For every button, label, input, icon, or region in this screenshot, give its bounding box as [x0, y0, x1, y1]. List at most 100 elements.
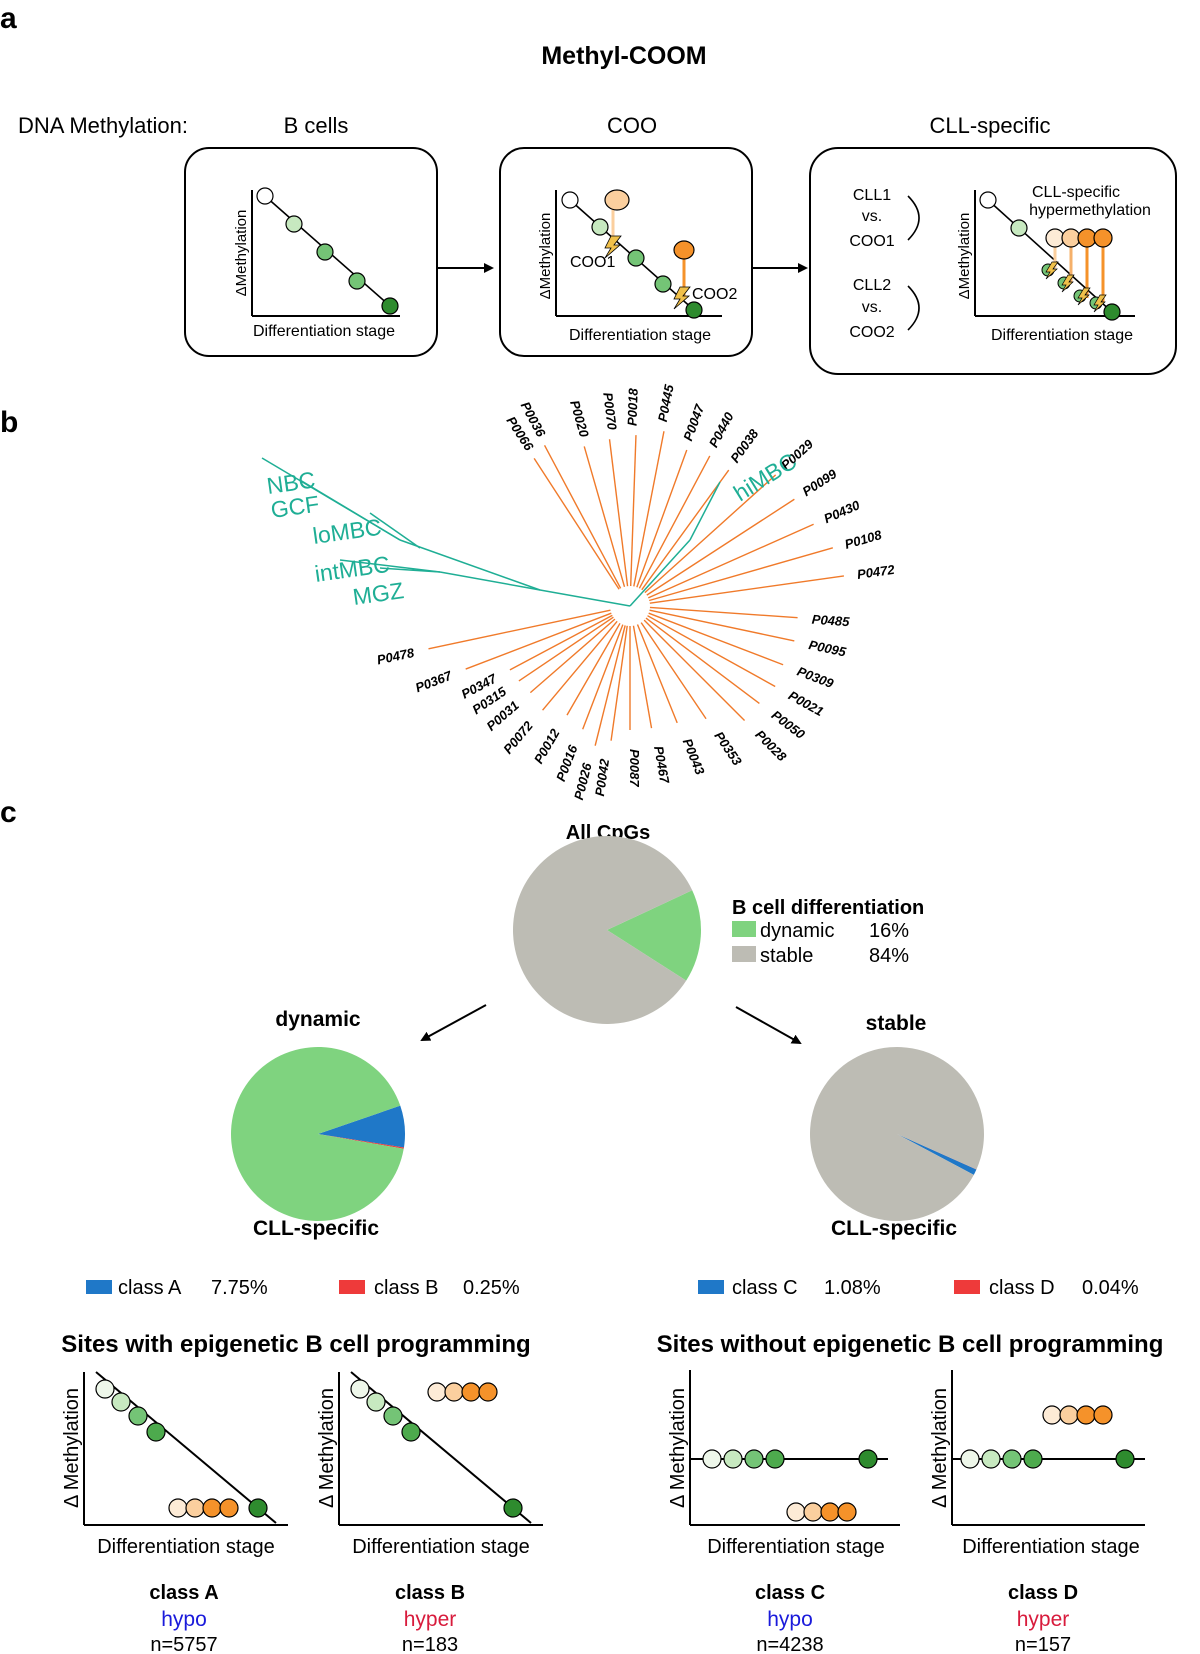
- label-class-b: class B: [374, 1277, 438, 1299]
- label-class-d: class D: [989, 1277, 1055, 1299]
- cll-dot: [1093, 228, 1113, 248]
- stable-cll-label: CLL-specific: [831, 1217, 957, 1240]
- stage-dot: [979, 191, 997, 209]
- box3-ylabel: ΔMethylation: [956, 213, 973, 300]
- class-b-n: n=183: [402, 1634, 458, 1654]
- cll-branch: [641, 469, 730, 591]
- pie-stable: [810, 1047, 984, 1222]
- split-arrow-stable: [735, 1006, 802, 1044]
- legend-title: B cell differentiation: [732, 897, 924, 919]
- patient-label: P0485: [811, 612, 850, 630]
- cll-branch: [632, 625, 653, 729]
- box3-heading: CLL-specific: [929, 113, 1050, 138]
- without-programming-title: Sites without epigenetic B cell programm…: [657, 1331, 1164, 1358]
- cmp2-line2: vs.: [862, 299, 882, 316]
- legend-label-dynamic: dynamic: [760, 920, 834, 942]
- normal-cell-label: loMBC: [311, 514, 383, 549]
- mini-ylabel: Δ Methylation: [667, 1388, 689, 1508]
- legend-pct-stable: 84%: [869, 945, 909, 967]
- mini-plot-class-a: Δ Methylation Differentiation stage: [61, 1371, 288, 1558]
- pie-slice-dynamic: [607, 890, 702, 981]
- stage-dot: [1103, 303, 1121, 321]
- class-d-n: n=157: [1015, 1634, 1071, 1654]
- class-a-n: n=5757: [150, 1634, 217, 1654]
- pie-slice-rest: [231, 1047, 404, 1221]
- stage-dot: [381, 297, 399, 315]
- patient-label: P0072: [500, 718, 536, 757]
- normal-cell-label: GCF: [269, 490, 321, 523]
- patient-label: P0038: [727, 426, 762, 466]
- box2-heading: COO: [607, 113, 657, 138]
- stage-dot: [1010, 219, 1028, 237]
- mini-plot-class-d: Δ Methylation Differentiation stage: [929, 1370, 1145, 1558]
- lightning-icon: [1041, 261, 1107, 313]
- box1-heading: B cells: [284, 113, 349, 138]
- patient-label: P0020: [567, 399, 592, 440]
- panel-b-letter: b: [0, 406, 18, 439]
- normal-branch: [299, 479, 401, 541]
- cll-branch: [629, 435, 637, 587]
- class-a-name: class A: [149, 1582, 218, 1604]
- cll-branch: [633, 431, 665, 587]
- cmp2-line3: COO2: [849, 324, 894, 341]
- cmp2-line1: CLL2: [853, 277, 891, 294]
- class-d-name: class D: [1008, 1582, 1078, 1604]
- mini-xlabel: Differentiation stage: [352, 1536, 530, 1558]
- cll-branch: [648, 612, 784, 666]
- normal-branch: [399, 539, 541, 591]
- normal-branch: [439, 571, 541, 591]
- stage-dot: [561, 191, 579, 209]
- mini-xlabel: Differentiation stage: [97, 1536, 275, 1558]
- cmp1-line3: COO1: [849, 233, 894, 250]
- legend-pct-dynamic: 16%: [869, 920, 909, 942]
- cll-branch: [636, 449, 688, 588]
- mini-xlabel: Differentiation stage: [707, 1536, 885, 1558]
- patient-label: P0042: [592, 757, 612, 797]
- normal-branch: [629, 539, 691, 607]
- cll-branch: [529, 618, 616, 694]
- normal-branch: [539, 589, 631, 607]
- cmp1-line2: vs.: [862, 208, 882, 225]
- with-programming-title: Sites with epigenetic B cell programming: [61, 1331, 530, 1358]
- split-arrow-dynamic: [420, 1004, 487, 1041]
- pie-slice-class-C: [897, 1134, 977, 1175]
- cll-branch: [533, 458, 620, 590]
- mini-plot-class-b: Δ Methylation Differentiation stage: [316, 1371, 543, 1558]
- cll-branch: [649, 547, 834, 602]
- class-d-dir: hyper: [1017, 1608, 1070, 1631]
- patient-label: P0050: [769, 707, 809, 742]
- cll-branch: [638, 455, 711, 589]
- pct-class-d: 0.04%: [1082, 1277, 1139, 1299]
- panel-c: c All CpGs B cell differentiation dynami…: [0, 796, 1163, 1654]
- pie-slice-class-D: [897, 1134, 977, 1170]
- patient-label: P0467: [651, 745, 672, 785]
- box-cll-specific: [809, 147, 1177, 375]
- stage-dot: [654, 275, 672, 293]
- cll-branch: [649, 575, 844, 604]
- patient-label: P0095: [807, 637, 848, 660]
- patient-label: P0021: [786, 688, 826, 719]
- pct-class-b: 0.25%: [463, 1277, 520, 1299]
- cll-branch: [643, 619, 746, 722]
- dynamic-cll-label: CLL-specific: [253, 1217, 379, 1240]
- cll-branch: [649, 606, 798, 619]
- box1-ylabel: ΔMethylation: [233, 210, 250, 297]
- swatch-class-c: [698, 1280, 724, 1294]
- stage-dot: [591, 218, 609, 236]
- stage-dot: [256, 187, 274, 205]
- stage-dot: [627, 249, 645, 267]
- pie-slice-class-B: [318, 1134, 404, 1149]
- class-c-name: class C: [755, 1582, 825, 1604]
- normal-branch: [339, 559, 441, 573]
- normal-cell-label: MGZ: [351, 577, 405, 610]
- pie-slice-class-A: [318, 1105, 405, 1148]
- patient-label: P0472: [856, 562, 896, 582]
- label-class-c: class C: [732, 1277, 798, 1299]
- cll-branch: [594, 625, 626, 746]
- cll-branch: [647, 615, 776, 688]
- cmp1-line1: CLL1: [853, 187, 891, 204]
- cll-note-line2: hypermethylation: [1029, 202, 1151, 219]
- class-b-dir: hyper: [404, 1608, 457, 1631]
- patient-label: P0047: [680, 402, 707, 443]
